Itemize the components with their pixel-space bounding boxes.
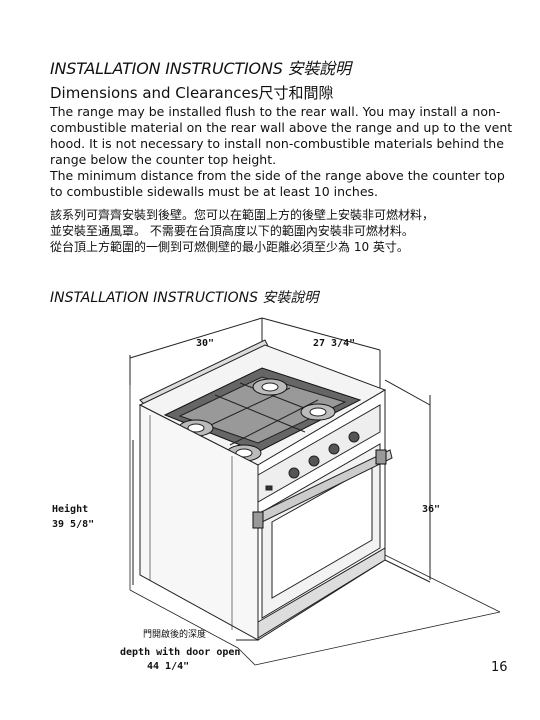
diagram-title: INSTALLATION INSTRUCTIONS 安裝說明: [50, 290, 319, 306]
chinese-line: 該系列可齊齊安裝到後壁。您可以在範圍上方的後壁上安裝非可燃材料，: [50, 208, 435, 222]
chinese-line: 從台頂上方範圍的一側到可燃側壁的最小距離必須至少為 10 英寸。: [50, 240, 409, 254]
page-number: 16: [491, 660, 508, 675]
counter-height-value: 36": [422, 504, 441, 515]
paragraph-flush-install: The range may be installed flush to the …: [50, 104, 513, 167]
paragraph-min-distance: The minimum distance from the side of th…: [50, 168, 505, 199]
body-text: The range may be installed flush to the …: [50, 104, 520, 200]
height-value: 39 5/8": [52, 519, 95, 530]
chinese-text: 該系列可齊齊安裝到後壁。您可以在範圍上方的後壁上安裝非可燃材料， 並安裝至通風罩…: [50, 207, 520, 255]
height-label: Height: [52, 504, 89, 515]
section-subtitle: Dimensions and Clearances尺寸和間隙: [50, 84, 334, 102]
chinese-line: 並安裝至通風罩。 不需要在台頂高度以下的範圍內安裝非可燃材料。: [50, 224, 414, 238]
door-open-value: 44 1/4": [147, 661, 190, 672]
width-dimension: 30": [196, 338, 215, 349]
page-title: INSTALLATION INSTRUCTIONS 安裝說明: [50, 59, 351, 78]
door-open-label: depth with door open: [120, 647, 241, 658]
depth-dimension: 27 3/4": [313, 338, 356, 349]
door-open-label-chinese: 門開啟後的深度: [143, 630, 207, 640]
